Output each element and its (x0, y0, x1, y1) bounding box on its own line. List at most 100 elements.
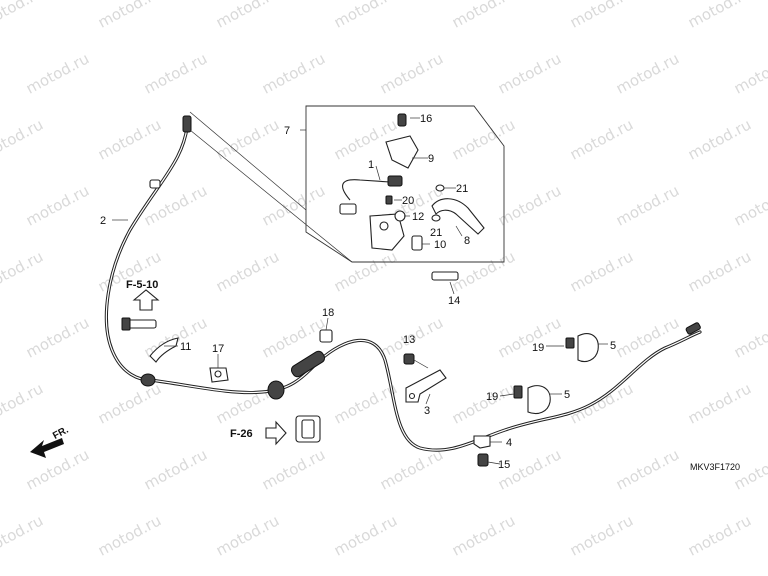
watermark-text: motod.ru (377, 49, 446, 97)
callout-19-lower: 19 (486, 391, 498, 403)
callout-18: 18 (322, 307, 334, 319)
callout-11: 11 (180, 341, 191, 353)
part-clamp-5-lower (513, 385, 551, 415)
callout-19-upper: 19 (532, 342, 544, 354)
watermark-text: motod.ru (613, 313, 682, 361)
callout-7: 7 (284, 125, 290, 137)
leader-cable-box-bottom (189, 129, 353, 263)
front-direction-arrow (30, 438, 64, 458)
part-pin-10 (411, 235, 423, 251)
part-bolt-14 (431, 271, 459, 281)
part-clamp-17 (209, 367, 229, 383)
part-washer-21-upper (435, 184, 445, 192)
callout-1: 1 (368, 159, 374, 171)
watermark-text: motod.ru (95, 0, 164, 32)
watermark-text: motod.ru (0, 115, 46, 163)
callout-15: 15 (498, 459, 510, 471)
part-washer-21-lower (431, 214, 441, 222)
watermark-text: motod.ru (141, 49, 210, 97)
watermark-text: motod.ru (259, 181, 328, 229)
callout-16: 16 (420, 113, 432, 125)
callout-12: 12 (412, 211, 424, 223)
watermark-text: motod.ru (567, 0, 636, 32)
ref-arrow-right (265, 420, 287, 446)
callout-13: 13 (403, 334, 415, 346)
cable-grommet-mid (267, 380, 285, 400)
watermark-text: motod.ru (567, 379, 636, 427)
watermark-text: motod.ru (449, 247, 518, 295)
callout-21-lower: 21 (430, 227, 442, 239)
cable-grommet-left (140, 373, 156, 387)
watermark-text: motod.ru (0, 511, 46, 559)
cable-end-fitting-right (685, 322, 701, 335)
watermark-text: motod.ru (331, 0, 400, 32)
front-direction-label: FR. (51, 425, 71, 442)
part-clamp-5-upper (565, 333, 599, 363)
part-screw-20 (385, 195, 393, 205)
cable-end-fitting-top (182, 115, 192, 133)
watermark-text: motod.ru (567, 115, 636, 163)
cable-2-upper-core (105, 119, 189, 381)
watermark-text: motod.ru (141, 181, 210, 229)
watermark-text: motod.ru (23, 49, 92, 97)
part-bolt-13 (403, 353, 429, 369)
watermark-text: motod.ru (495, 49, 564, 97)
part-clip-18 (319, 329, 333, 343)
part-cover-9 (385, 135, 419, 169)
watermark-text: motod.ru (331, 115, 400, 163)
watermark-text: motod.ru (449, 511, 518, 559)
watermark-text: motod.ru (449, 0, 518, 32)
watermark-text: motod.ru (213, 115, 282, 163)
watermark-text: motod.ru (495, 181, 564, 229)
leader-lines (112, 117, 608, 465)
callout-9: 9 (428, 153, 434, 165)
callout-21-upper: 21 (456, 183, 468, 195)
callout-5-upper: 5 (610, 340, 616, 352)
callout-10: 10 (434, 239, 446, 251)
watermark-text: motod.ru (213, 247, 282, 295)
callout-2: 2 (100, 215, 106, 227)
part-clip-4 (473, 435, 491, 449)
watermark-text: motod.ru (495, 313, 564, 361)
part-clamp-lower-mid (295, 415, 321, 443)
watermark-text: motod.ru (259, 445, 328, 493)
ref-label-upper: F-5-10 (126, 279, 158, 291)
callout-14: 14 (448, 295, 460, 307)
watermark-text: motod.ru (23, 181, 92, 229)
watermark-text: motod.ru (141, 445, 210, 493)
assembly-box-7 (305, 105, 505, 263)
part-lever-8 (431, 198, 485, 235)
watermark-text: motod.ru (613, 445, 682, 493)
watermark-text: motod.ru (331, 511, 400, 559)
callout-3: 3 (424, 405, 430, 417)
watermark-text: motod.ru (23, 313, 92, 361)
watermark-text: motod.ru (213, 511, 282, 559)
part-bracket-3 (405, 369, 447, 403)
callout-5-lower: 5 (564, 389, 570, 401)
leader-cable-box-top (189, 111, 307, 211)
watermark-text: motod.ru (213, 0, 282, 32)
watermark-text: motod.ru (95, 379, 164, 427)
cable-sleeve (290, 350, 326, 378)
watermark-text: motod.ru (685, 247, 754, 295)
watermark-text: motod.ru (613, 49, 682, 97)
part-bolt-upper-left (121, 317, 157, 331)
watermark-text: motod.ru (731, 181, 768, 229)
watermark-text: motod.ru (731, 313, 768, 361)
watermark-text: motod.ru (685, 511, 754, 559)
callout-20: 20 (402, 195, 414, 207)
watermark-text: motod.ru (377, 445, 446, 493)
part-holder (369, 213, 405, 251)
watermark-text: motod.ru (731, 49, 768, 97)
watermark-text: motod.ru (0, 0, 46, 32)
part-bolt-15 (477, 453, 489, 467)
part-switch-1 (339, 175, 403, 215)
watermark-text: motod.ru (567, 247, 636, 295)
ref-arrow-up (132, 289, 160, 311)
callout-4: 4 (506, 437, 512, 449)
ref-label-lower: F-26 (230, 428, 253, 440)
watermark-text: motod.ru (613, 181, 682, 229)
